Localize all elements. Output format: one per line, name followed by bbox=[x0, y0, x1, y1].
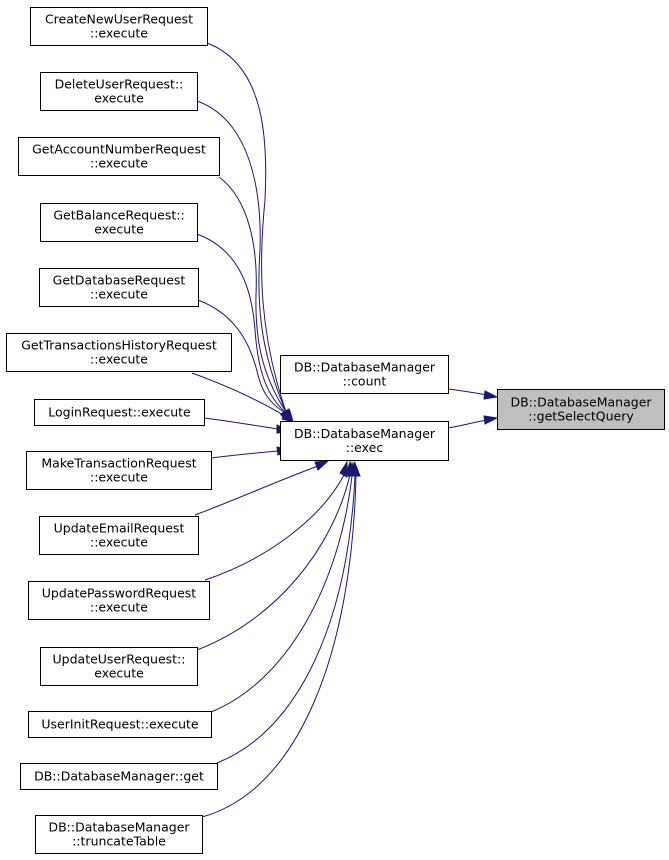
node-db-count[interactable]: DB::DatabaseManager::count bbox=[280, 355, 449, 394]
edge-update-password-to-db-exec bbox=[204, 460, 348, 581]
node-label-line: GetTransactionsHistoryRequest bbox=[21, 338, 217, 353]
node-label-line: execute bbox=[94, 222, 144, 237]
node-box bbox=[28, 581, 210, 620]
node-label-line: DeleteUserRequest:: bbox=[55, 77, 184, 92]
node-label-line: ::truncateTable bbox=[72, 834, 166, 849]
node-label-line: MakeTransactionRequest bbox=[41, 456, 196, 471]
node-box bbox=[280, 421, 449, 461]
node-box bbox=[497, 389, 665, 430]
edge-line bbox=[210, 450, 279, 459]
node-box bbox=[39, 516, 199, 555]
edge-line bbox=[196, 233, 287, 414]
node-box bbox=[40, 72, 198, 111]
node-label-line: DB::DatabaseManager bbox=[294, 360, 436, 375]
edge-line bbox=[216, 475, 356, 764]
node-make-transaction[interactable]: MakeTransactionRequest::execute bbox=[26, 451, 212, 490]
edge-line bbox=[194, 465, 319, 516]
node-box bbox=[40, 203, 198, 242]
edge-login-to-db-exec bbox=[203, 417, 292, 434]
node-label-line: ::count bbox=[343, 374, 387, 389]
edge-line bbox=[196, 100, 287, 413]
node-get-transactions-history[interactable]: GetTransactionsHistoryRequest::execute bbox=[6, 333, 232, 372]
arrowhead-icon bbox=[483, 415, 499, 425]
node-box bbox=[34, 399, 205, 426]
edge-db-count-to-db-get-select-query bbox=[447, 388, 499, 400]
edge-get-transactions-history-to-db-exec bbox=[191, 372, 295, 423]
node-label-line: UserInitRequest::execute bbox=[41, 717, 199, 732]
edge-get-balance-to-db-exec bbox=[196, 233, 293, 424]
node-get-database[interactable]: GetDatabaseRequest::execute bbox=[39, 268, 199, 307]
node-db-exec[interactable]: DB::DatabaseManager::exec bbox=[280, 421, 449, 461]
edge-db-exec-to-db-get-select-query bbox=[447, 415, 499, 429]
arrowhead-icon bbox=[351, 461, 361, 477]
node-label-line: DB::DatabaseManager bbox=[294, 426, 436, 441]
node-label-line: LoginRequest::execute bbox=[48, 405, 191, 420]
arrowhead-icon bbox=[483, 390, 499, 400]
node-label-line: ::execute bbox=[90, 600, 148, 615]
node-label-line: ::execute bbox=[90, 156, 148, 171]
node-label-line: ::execute bbox=[90, 287, 148, 302]
edge-make-transaction-to-db-exec bbox=[210, 446, 292, 459]
node-user-init[interactable]: UserInitRequest::execute bbox=[28, 711, 212, 738]
node-db-get-select-query[interactable]: DB::DatabaseManager::getSelectQuery bbox=[497, 389, 665, 430]
node-delete-user[interactable]: DeleteUserRequest::execute bbox=[40, 72, 198, 111]
node-label-line: CreateNewUserRequest bbox=[45, 12, 193, 27]
edge-db-truncate-table-to-db-exec bbox=[201, 461, 361, 818]
node-db-truncate-table[interactable]: DB::DatabaseManager::truncateTable bbox=[35, 815, 203, 854]
arrowhead-icon bbox=[281, 412, 295, 423]
node-label-line: execute bbox=[94, 666, 144, 681]
node-box bbox=[39, 268, 199, 307]
edge-line bbox=[196, 474, 351, 651]
node-label-line: GetAccountNumberRequest bbox=[32, 142, 206, 157]
edge-line bbox=[201, 475, 357, 818]
node-label-line: DB::DatabaseManager::get bbox=[34, 769, 204, 784]
node-label-line: ::exec bbox=[346, 440, 384, 455]
edge-line bbox=[447, 388, 488, 396]
node-label-line: ::execute bbox=[90, 470, 148, 485]
node-label-line: UpdatePasswordRequest bbox=[42, 586, 197, 601]
node-box bbox=[280, 355, 449, 394]
node-update-email[interactable]: UpdateEmailRequest::execute bbox=[39, 516, 199, 555]
node-update-user[interactable]: UpdateUserRequest::execute bbox=[40, 647, 198, 686]
node-box bbox=[35, 815, 203, 854]
node-get-account-number[interactable]: GetAccountNumberRequest::execute bbox=[18, 137, 220, 176]
node-label-line: execute bbox=[94, 91, 144, 106]
edge-line bbox=[203, 417, 279, 430]
node-label-line: DB::DatabaseManager bbox=[510, 395, 652, 410]
node-label-line: DB::DatabaseManager bbox=[48, 820, 190, 835]
node-box bbox=[20, 763, 218, 790]
edge-db-get-to-db-exec bbox=[216, 461, 360, 764]
node-label-line: GetDatabaseRequest bbox=[53, 273, 186, 288]
edge-line bbox=[191, 372, 286, 417]
node-box bbox=[28, 711, 212, 738]
node-label-line: ::execute bbox=[90, 535, 148, 550]
node-box bbox=[6, 333, 232, 372]
edge-line bbox=[204, 474, 345, 581]
node-label-line: ::getSelectQuery bbox=[528, 409, 634, 424]
arrowhead-icon bbox=[314, 460, 330, 471]
node-label-line: GetBalanceRequest:: bbox=[53, 208, 184, 223]
edge-line bbox=[197, 299, 288, 415]
edge-update-email-to-db-exec bbox=[194, 460, 330, 516]
edge-line bbox=[210, 475, 353, 713]
node-box bbox=[18, 137, 220, 176]
node-label-line: ::execute bbox=[90, 26, 148, 41]
edge-line bbox=[206, 42, 287, 413]
node-box bbox=[30, 7, 208, 46]
call-graph-nodes: CreateNewUserRequest::executeDeleteUserR… bbox=[6, 7, 665, 854]
edge-line bbox=[447, 419, 488, 429]
node-login[interactable]: LoginRequest::execute bbox=[34, 399, 205, 426]
node-create-new-user[interactable]: CreateNewUserRequest::execute bbox=[30, 7, 208, 46]
node-label-line: UpdateUserRequest:: bbox=[53, 652, 186, 667]
arrowhead-icon bbox=[339, 460, 348, 478]
node-db-get[interactable]: DB::DatabaseManager::get bbox=[20, 763, 218, 790]
node-label-line: UpdateEmailRequest bbox=[54, 521, 185, 536]
node-box bbox=[26, 451, 212, 490]
node-label-line: ::execute bbox=[90, 352, 148, 367]
node-update-password[interactable]: UpdatePasswordRequest::execute bbox=[28, 581, 210, 620]
node-box bbox=[40, 647, 198, 686]
node-get-balance[interactable]: GetBalanceRequest::execute bbox=[40, 203, 198, 242]
edge-line bbox=[218, 176, 287, 413]
